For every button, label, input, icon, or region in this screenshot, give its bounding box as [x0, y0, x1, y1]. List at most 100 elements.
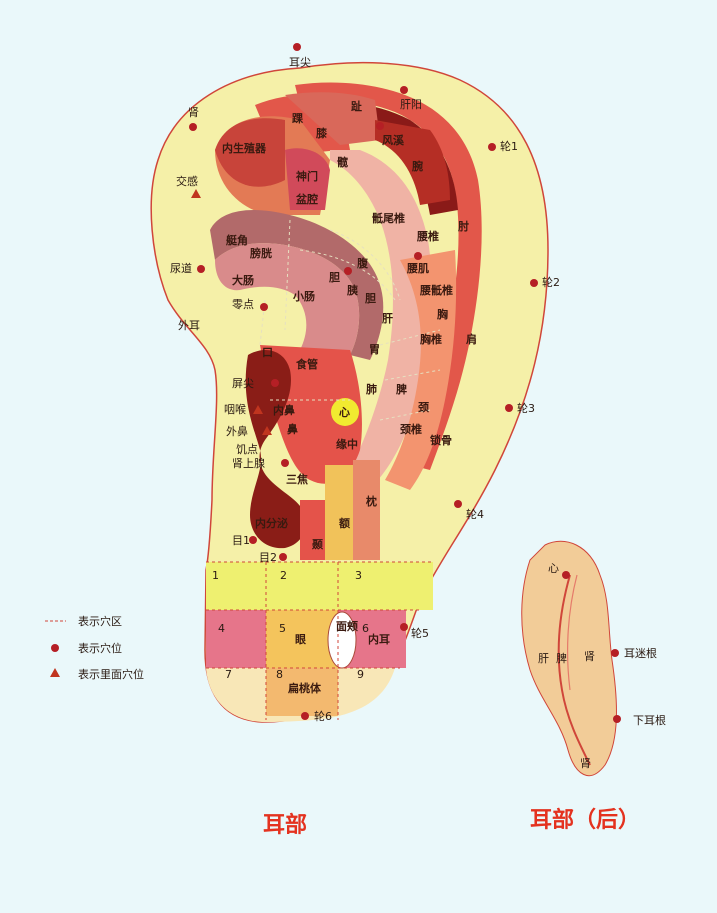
point-eye1 [249, 536, 257, 544]
back-ear-groove2 [567, 574, 578, 691]
label-eye2: 目2 [259, 551, 277, 564]
point-helix3 [505, 404, 513, 412]
zone-hip: 髋 [337, 155, 348, 169]
lobe-cell4 [206, 610, 266, 668]
caption-back: 耳部（后） [530, 807, 640, 833]
point-gall [344, 267, 352, 275]
antihelix-red [385, 250, 457, 490]
lobe-row1 [206, 562, 433, 610]
cymba-band [210, 210, 384, 360]
lobe-eye: 眼 [295, 633, 306, 646]
point-helix2 [530, 279, 538, 287]
back-kidney-lower: 肾 [580, 757, 591, 770]
zone-pancreas: 胰 [346, 283, 358, 297]
lobe-grid-lines [206, 561, 433, 720]
zone-chest: 胸 [437, 307, 448, 321]
strip-temple [300, 500, 325, 560]
point-helix4 [454, 500, 462, 508]
heart-spot [331, 398, 359, 426]
label-kidney: 肾 [188, 106, 199, 119]
lobe-inner-ear: 内耳 [368, 632, 390, 646]
zone-pelvis: 盆腔 [295, 192, 318, 206]
point-helix1 [488, 143, 496, 151]
tri-jiaogan [191, 189, 201, 198]
shenmen-area [285, 148, 330, 210]
zone-liver: 肝 [382, 312, 393, 325]
label-adrenal: 肾上腺 [232, 456, 265, 470]
legend-triangle [50, 668, 60, 677]
label-hunger: 饥点 [236, 443, 258, 456]
point-helix6 [301, 712, 309, 720]
zone-heart: 心 [339, 406, 350, 419]
zone-occiput: 枕 [366, 494, 377, 508]
label-jiaogan: 交感 [176, 174, 198, 188]
antihelix-body [330, 150, 432, 480]
zone-lumbar-muscle: 腰肌 [406, 261, 429, 275]
zone-lung: 肺 [366, 382, 377, 396]
back-ear-shape [521, 540, 617, 777]
fossa-wind [375, 120, 450, 205]
point-ear-tip [293, 43, 301, 51]
caption-front: 耳部 [263, 812, 307, 838]
lobe-face: 面颊 [336, 619, 358, 633]
back-vagus-root: 耳迷根 [624, 646, 657, 660]
zone-small-intestine: 小肠 [292, 289, 315, 303]
zone-wind: 风溪 [382, 133, 405, 147]
point-liver-yang [400, 86, 408, 94]
fossa-knee [285, 92, 380, 145]
tri-outer-nose [262, 426, 272, 435]
zone-clavicle: 锁骨 [430, 433, 452, 447]
face-cheek-oval [327, 611, 357, 669]
lobe-num-3: 3 [355, 569, 362, 582]
label-eye1: 目1 [232, 534, 250, 547]
zone-shoulder: 肩 [466, 332, 477, 346]
zone-mouth: 口 [262, 346, 273, 359]
lobe-num-8: 8 [276, 668, 283, 681]
zone-nose-inner: 内鼻 [273, 403, 295, 417]
zone-large-intestine: 大肠 [232, 273, 254, 287]
lobe-cell8-fill [266, 668, 338, 716]
legend-point-text: 表示穴位 [78, 641, 122, 655]
label-zero-point: 零点 [232, 298, 254, 311]
label-helix6: 轮6 [314, 709, 332, 723]
cymba-inner [215, 243, 360, 355]
legend-back-text: 表示里面穴位 [78, 667, 144, 681]
lobe-num-9: 9 [357, 668, 364, 681]
zone-nose: 鼻 [287, 422, 298, 436]
zone-gall2: 胆 [365, 292, 376, 305]
point-lumbar-muscle [414, 252, 422, 260]
back-kidney: 肾 [584, 650, 595, 663]
zone-heel: 踝 [292, 112, 304, 125]
lobe-cell5 [266, 610, 338, 668]
zone-shenmen: 神门 [296, 169, 318, 183]
back-lower-root: 下耳根 [633, 713, 666, 727]
tri-throat [253, 405, 263, 414]
lobe-num-5: 5 [279, 622, 286, 635]
zone-center-rim: 缘中 [336, 437, 358, 451]
label-liver-yang: 肝阳 [400, 98, 422, 111]
back-heart: 心 [548, 562, 559, 575]
legend-point-dot [51, 644, 59, 652]
zone-lumbar: 腰椎 [416, 229, 439, 243]
legend-zone-text: 表示穴区 [78, 614, 122, 628]
lobe-num-6: 6 [362, 622, 369, 635]
zone-wrist: 腕 [412, 159, 423, 173]
label-screen-tip: 屏尖 [232, 377, 254, 390]
lobe-num-4: 4 [218, 622, 225, 635]
zone-toe: 趾 [351, 99, 362, 113]
label-throat: 咽喉 [224, 403, 246, 416]
zone-angle: 艇角 [225, 233, 248, 247]
zone-stomach: 胃 [369, 343, 380, 356]
strip-forehead [325, 465, 353, 560]
lobe-tonsil: 扁桃体 [288, 681, 322, 695]
label-helix4: 轮4 [466, 507, 484, 521]
zone-coccyx: 骶尾椎 [372, 211, 405, 225]
zone-tri-jiao: 三焦 [286, 472, 308, 486]
zone-elbow: 肘 [458, 219, 469, 233]
label-helix3: 轮3 [517, 401, 535, 415]
zone-temple: 颞 [311, 538, 323, 551]
zone-chest-spine: 胸椎 [420, 332, 442, 346]
point-markers [51, 43, 621, 723]
zone-bladder: 膀胱 [249, 246, 272, 260]
